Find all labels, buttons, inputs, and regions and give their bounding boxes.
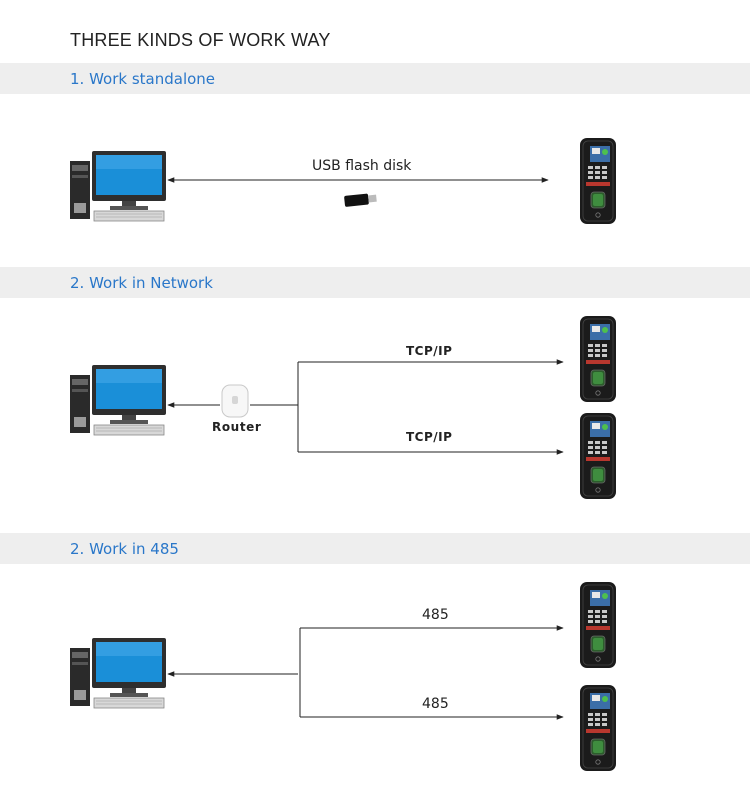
rs485-label-bottom: 485: [422, 696, 449, 712]
computer-icon: [69, 637, 167, 709]
router-label: Router: [212, 420, 262, 434]
usb-flash-disk-icon: [344, 193, 377, 207]
fingerprint-terminal-icon: [579, 581, 617, 669]
router-icon: [221, 384, 249, 418]
fingerprint-terminal-icon: [579, 315, 617, 403]
section-heading: 1. Work standalone: [70, 70, 216, 88]
section-header-485: 2. Work in 485: [0, 533, 750, 564]
fingerprint-terminal-icon: [579, 137, 617, 225]
section-heading: 2. Work in 485: [70, 540, 179, 558]
rs485-label-top: 485: [422, 607, 449, 623]
fingerprint-terminal-icon: [579, 412, 617, 500]
tcpip-label-bottom: TCP/IP: [406, 430, 453, 444]
tcpip-label-top: TCP/IP: [406, 344, 453, 358]
computer-icon: [69, 150, 167, 222]
usb-connection-label: USB flash disk: [312, 158, 412, 174]
section-header-network: 2. Work in Network: [0, 267, 750, 298]
section-heading: 2. Work in Network: [70, 274, 213, 292]
computer-icon: [69, 364, 167, 436]
fingerprint-terminal-icon: [579, 684, 617, 772]
section-header-standalone: 1. Work standalone: [0, 63, 750, 94]
page-title: THREE KINDS OF WORK WAY: [70, 30, 331, 50]
